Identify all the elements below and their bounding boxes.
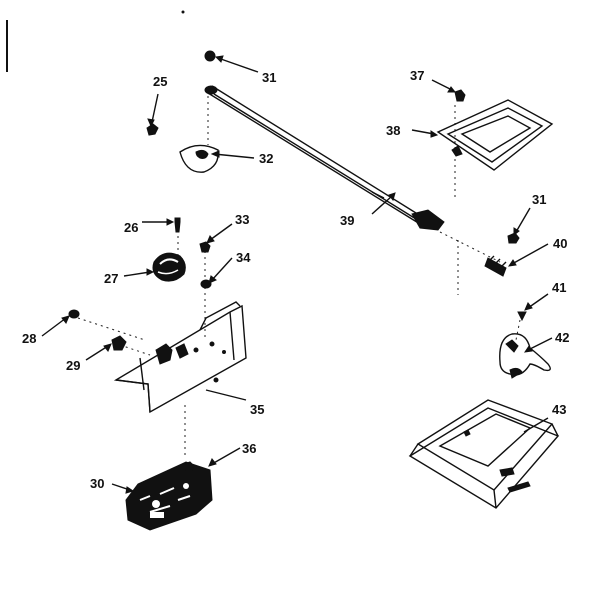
part-35-panel-bracket bbox=[113, 301, 247, 414]
callout-25: 25 bbox=[153, 74, 167, 89]
callout-36: 36 bbox=[242, 441, 256, 456]
leader-arrows bbox=[41, 55, 553, 494]
callout-27: 27 bbox=[104, 271, 118, 286]
callout-29: 29 bbox=[66, 358, 80, 373]
callout-37: 37 bbox=[410, 68, 424, 83]
callout-38: 38 bbox=[386, 123, 400, 138]
part-40-spring bbox=[484, 255, 507, 277]
callout-34: 34 bbox=[236, 250, 251, 265]
part-39-rod bbox=[204, 85, 445, 231]
part-30-timer bbox=[125, 461, 213, 531]
part-26-screw bbox=[174, 217, 181, 233]
callout-39: 39 bbox=[340, 213, 354, 228]
part-32-knob bbox=[179, 144, 219, 173]
part-25-screw bbox=[146, 123, 159, 136]
callout-32: 32 bbox=[259, 151, 273, 166]
callout-26: 26 bbox=[124, 220, 138, 235]
assembly-guide-lines bbox=[77, 90, 521, 455]
callout-28: 28 bbox=[22, 331, 36, 346]
callout-labels: 31 25 32 26 33 34 27 28 29 35 36 30 37 3… bbox=[22, 68, 569, 491]
part-42-bracket bbox=[499, 333, 551, 379]
callout-31-right: 31 bbox=[532, 192, 546, 207]
part-37-screw bbox=[454, 89, 466, 102]
callout-42: 42 bbox=[555, 330, 569, 345]
callout-30: 30 bbox=[90, 476, 104, 491]
part-31-cap-top bbox=[204, 50, 216, 62]
callout-33: 33 bbox=[235, 212, 249, 227]
part-43-tray bbox=[408, 399, 560, 509]
part-34-washer bbox=[200, 279, 212, 289]
part-41-pin bbox=[517, 311, 527, 322]
callout-40: 40 bbox=[553, 236, 567, 251]
callout-41: 41 bbox=[552, 280, 566, 295]
callout-43: 43 bbox=[552, 402, 566, 417]
scan-dot bbox=[181, 10, 185, 14]
callout-31-top: 31 bbox=[262, 70, 276, 85]
part-36-screw bbox=[183, 461, 195, 471]
callout-35: 35 bbox=[250, 402, 264, 417]
part-29-nut bbox=[111, 335, 127, 351]
part-33-nut bbox=[199, 241, 211, 253]
part-38-bezel bbox=[436, 99, 554, 171]
part-27-switch bbox=[152, 252, 186, 282]
part-28-screw bbox=[68, 309, 80, 319]
